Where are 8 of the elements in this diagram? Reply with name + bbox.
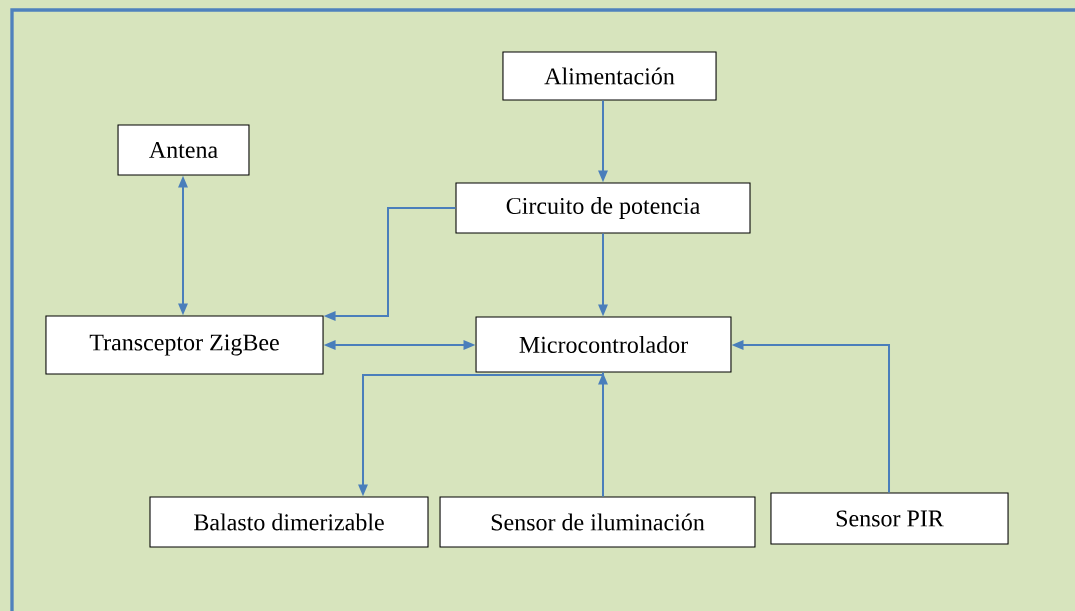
block-box: Balasto dimerizable (149, 496, 429, 548)
block-box: Alimentación (502, 51, 717, 101)
block-box: Circuito de potencia (455, 182, 751, 234)
block-box: Sensor PIR (770, 492, 1009, 545)
block-box: Sensor de iluminación (439, 496, 756, 548)
block-box: Antena (117, 124, 250, 176)
block-box: Transceptor ZigBee (45, 315, 324, 375)
block-box: Microcontrolador (475, 316, 732, 373)
